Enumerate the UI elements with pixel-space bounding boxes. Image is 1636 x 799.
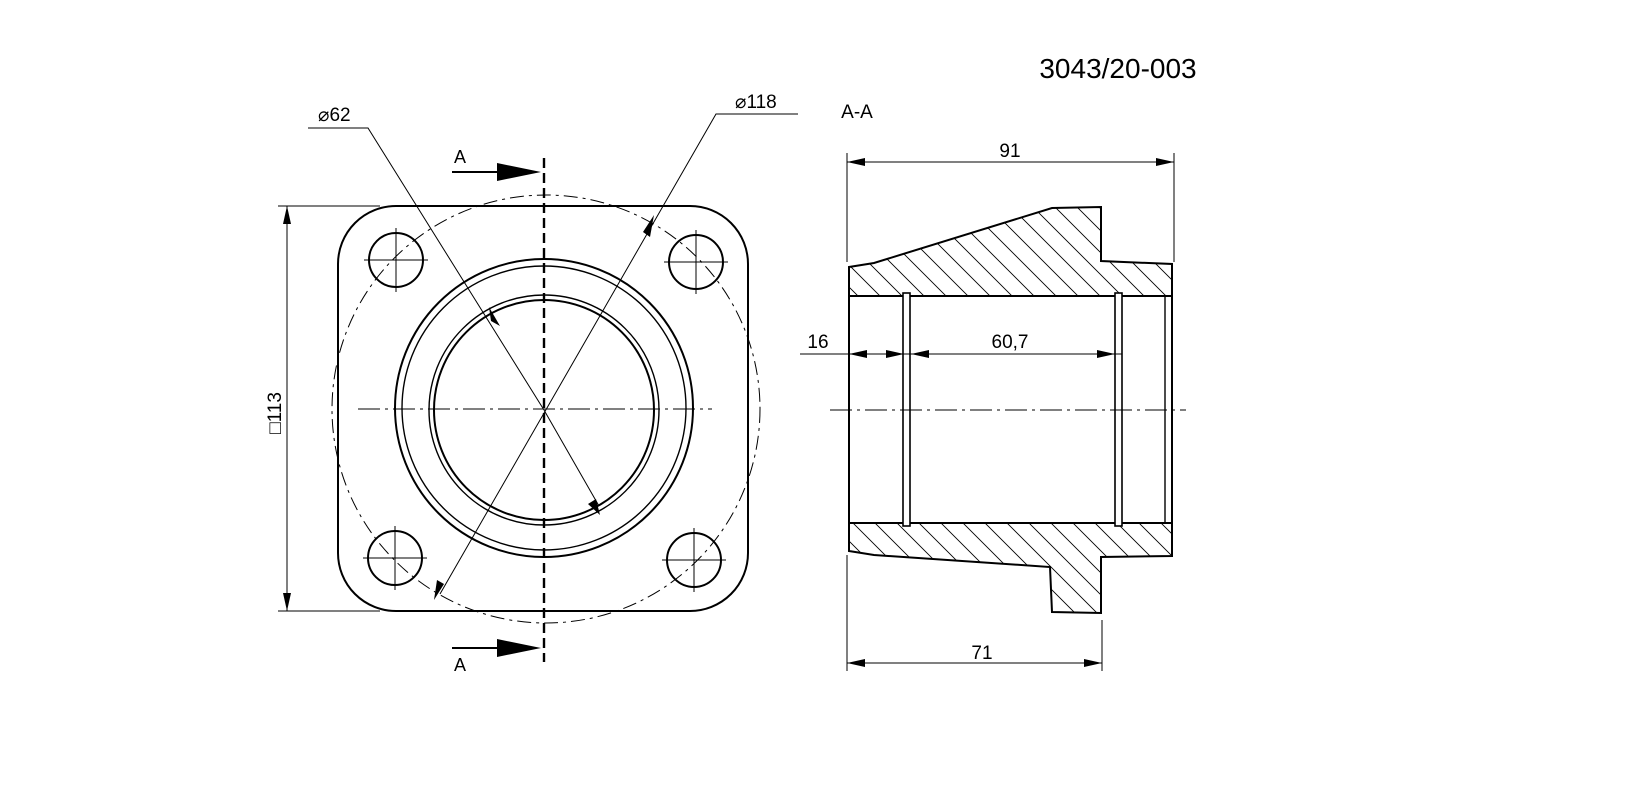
hatch-line	[893, 523, 995, 613]
section-arrow-top	[452, 163, 541, 181]
hatch-line	[849, 523, 907, 613]
hatch-line	[1025, 523, 1127, 613]
dim-overall-length: 91	[999, 141, 1020, 162]
hatch-line	[915, 523, 1017, 613]
section-label-top: A	[454, 147, 466, 167]
section-label-bottom: A	[454, 655, 466, 675]
hatch-line	[1135, 207, 1172, 296]
hatch-line	[849, 207, 907, 296]
dim-inner-diameter: ⌀62	[318, 105, 351, 126]
dim-flange-square: □113	[265, 392, 286, 434]
diameter-118-leader	[434, 113, 798, 600]
dim-groove-offset: 16	[807, 332, 828, 353]
hatch-line	[849, 523, 929, 613]
dim-bolt-circle-diameter: ⌀118	[735, 92, 777, 113]
hatch-line	[959, 523, 1061, 613]
hatch-line	[1113, 207, 1172, 296]
dim-16-60-lines	[800, 350, 1122, 358]
bolt-hole-bottom-right	[662, 528, 726, 592]
hatch-line	[1069, 523, 1171, 613]
hatch-line	[1091, 523, 1172, 613]
dim-body-length: 71	[971, 643, 992, 664]
hatch-line	[1091, 207, 1172, 296]
hatch-line	[871, 207, 973, 296]
hatch-line	[1069, 207, 1171, 296]
hatch-line	[959, 207, 1061, 296]
hatch-bottom	[740, 520, 1280, 620]
hatch-line	[1113, 523, 1172, 613]
section-view: A-A 91	[740, 102, 1280, 671]
hatch-line	[871, 523, 973, 613]
hatch-line	[1135, 523, 1172, 613]
hatch-line	[849, 523, 951, 613]
hatch-line	[937, 523, 1039, 613]
hatch-line	[1025, 207, 1127, 296]
hatch-line	[740, 200, 840, 300]
hatch-line	[893, 207, 995, 296]
hatch-line	[937, 207, 1039, 296]
hatch-line	[981, 523, 1083, 613]
hatch-line	[849, 207, 885, 296]
hatch-top	[740, 200, 1280, 300]
dim-71-lines	[846, 555, 1103, 671]
hatch-line	[849, 207, 951, 296]
bolt-hole-top-left	[364, 228, 428, 292]
hatch-line	[1180, 520, 1280, 620]
bolt-hole-top-right	[664, 230, 728, 294]
hatch-line	[1003, 523, 1105, 613]
hatch-line	[849, 523, 885, 613]
dim-91-lines	[846, 153, 1175, 262]
section-arrow-bottom	[452, 639, 541, 657]
hatch-line	[740, 520, 840, 620]
diameter-62-leader	[308, 127, 600, 515]
dim-113-lines	[278, 205, 380, 612]
front-view: A A ⌀62 ⌀118	[265, 92, 798, 675]
section-profile-top	[848, 205, 1173, 615]
dim-groove-spacing: 60,7	[992, 332, 1029, 353]
part-number: 3043/20-003	[1039, 53, 1196, 84]
hatch-line	[1003, 207, 1105, 296]
hatch-line	[1047, 207, 1149, 296]
bolt-hole-bottom-left	[363, 526, 427, 590]
hatch-line	[1180, 200, 1280, 300]
section-title: A-A	[841, 102, 873, 123]
bolt-circle	[331, 194, 761, 624]
hatch-line	[1047, 523, 1149, 613]
hatch-line	[915, 207, 1017, 296]
